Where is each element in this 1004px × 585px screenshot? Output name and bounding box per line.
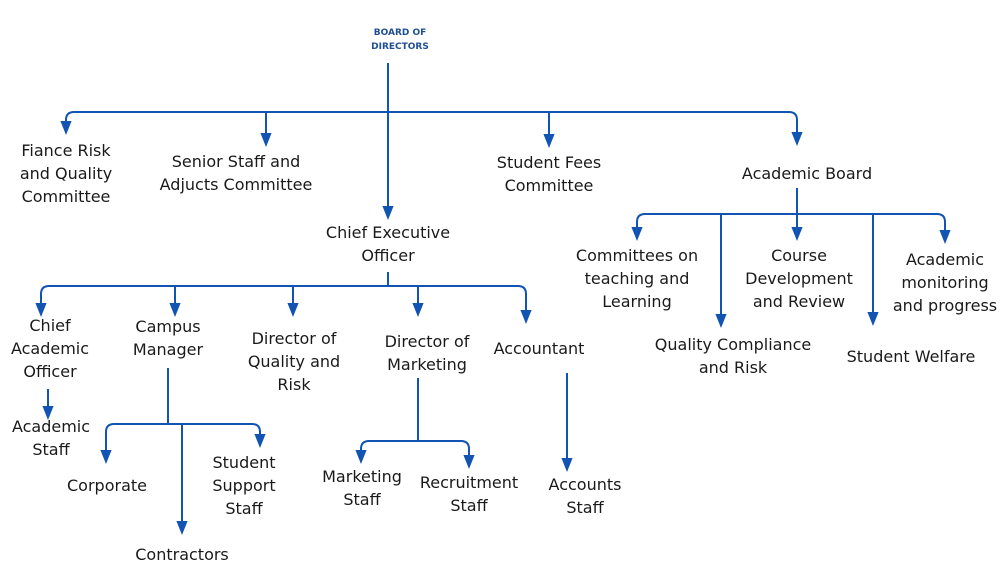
academic-board: Academic Board [741,164,873,183]
connector-marketing-bar [360,440,470,455]
connector-ceo-bar [40,285,527,300]
connector-board-bar [65,111,798,128]
accountant: Accountant [493,339,585,358]
corporate: Corporate [67,476,147,495]
contractors: Contractors [135,545,229,564]
connector-academic-board-bar [636,213,946,228]
student-welfare: Student Welfare [846,347,976,366]
